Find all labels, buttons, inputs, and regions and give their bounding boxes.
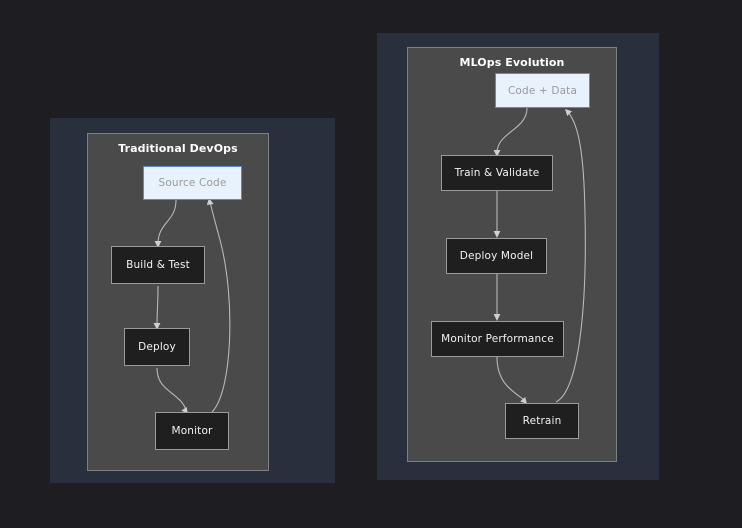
node-deploy[interactable]: Deploy [124,328,190,366]
node-source-code[interactable]: Source Code [143,166,242,200]
node-build-test[interactable]: Build & Test [111,246,205,284]
node-monitor[interactable]: Monitor [155,412,229,450]
node-monitor-performance[interactable]: Monitor Performance [431,321,564,357]
diagram-title-mlops-evolution: MLOps Evolution [459,56,565,69]
node-deploy-model[interactable]: Deploy Model [446,238,547,274]
node-code-data[interactable]: Code + Data [495,73,590,108]
node-retrain[interactable]: Retrain [505,403,579,439]
diagram-title-traditional-devops: Traditional DevOps [118,142,238,155]
node-train-validate[interactable]: Train & Validate [441,155,553,191]
